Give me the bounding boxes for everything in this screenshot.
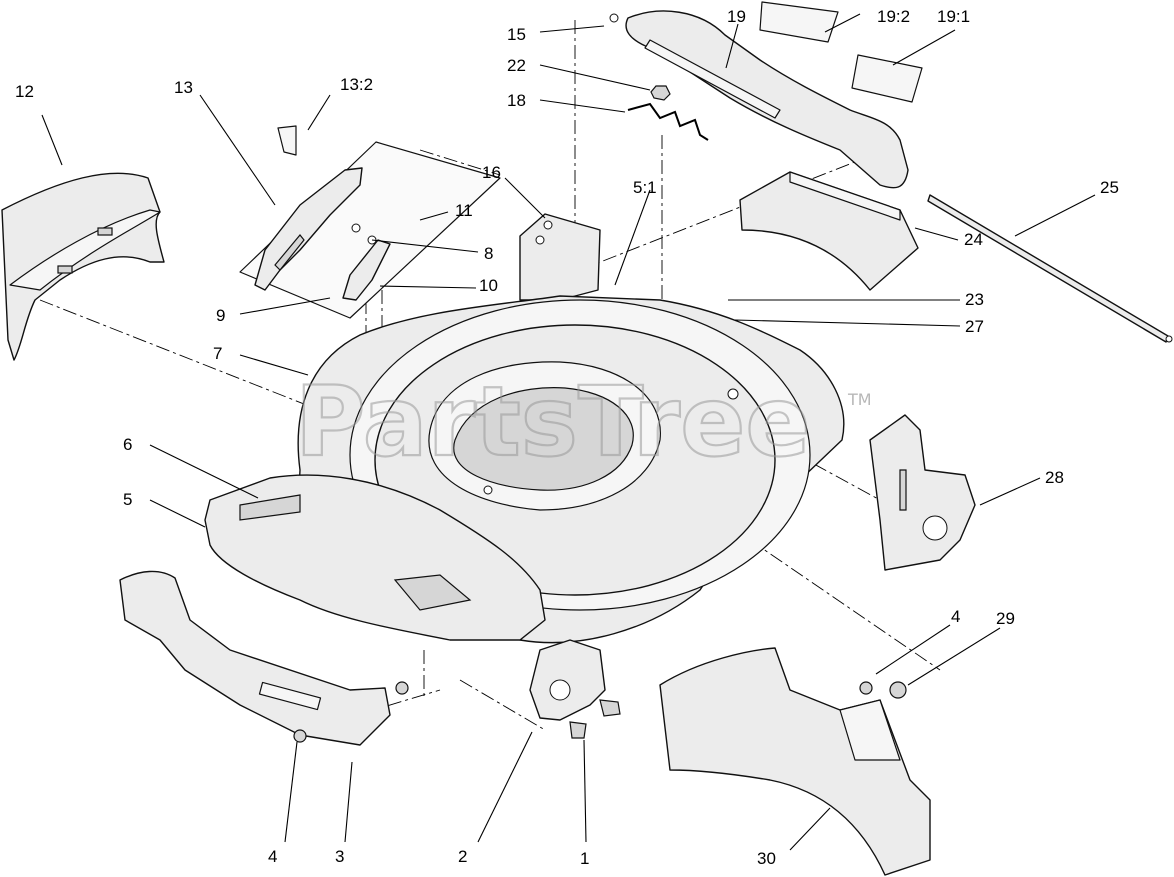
callout-6: 6 <box>123 435 132 454</box>
callout-11: 11 <box>455 201 473 220</box>
callout-7: 7 <box>213 344 222 363</box>
callout-2: 2 <box>458 847 467 866</box>
leader-lines <box>41 13 1096 851</box>
watermark: PartsTree TM <box>294 365 872 479</box>
rod-part-25 <box>927 194 1173 343</box>
callout-9: 9 <box>216 306 225 325</box>
callout-28: 28 <box>1045 468 1064 487</box>
side-chute-part-30 <box>659 647 931 876</box>
height-plate-part-28 <box>869 414 976 571</box>
height-bracket-part-16 <box>519 213 601 301</box>
callout-3: 3 <box>335 847 344 866</box>
handle-bracket-part-13 <box>239 125 501 319</box>
callout-5: 5 <box>123 490 132 509</box>
callout-4-left: 4 <box>268 847 277 866</box>
callout-22: 22 <box>507 56 526 75</box>
callout-27: 27 <box>965 317 984 336</box>
watermark-trademark: TM <box>847 390 872 409</box>
callout-24: 24 <box>964 230 983 249</box>
upper-cover-part-19 <box>609 1 923 189</box>
wheel-bracket-part-2 <box>529 639 621 739</box>
callout-13-2: 13:2 <box>340 75 373 94</box>
callout-30: 30 <box>757 849 776 868</box>
rear-flap-part-12 <box>1 172 165 361</box>
watermark-text: PartsTree <box>295 366 810 478</box>
callout-23: 23 <box>965 290 984 309</box>
callout-8: 8 <box>484 244 493 263</box>
callout-5-1: 5:1 <box>633 178 657 197</box>
spring-part-18 <box>627 85 709 141</box>
callout-10: 10 <box>479 276 498 295</box>
mower-deck-part-5 <box>297 295 845 644</box>
callout-4-right: 4 <box>951 607 960 626</box>
front-baffle-part-6 <box>204 474 546 641</box>
cover-part-24 <box>739 171 919 291</box>
callout-29: 29 <box>996 609 1015 628</box>
callout-19-2: 19:2 <box>877 7 910 26</box>
callout-16: 16 <box>482 163 501 182</box>
callout-1: 1 <box>580 849 589 868</box>
callout-18: 18 <box>507 91 526 110</box>
callout-19: 19 <box>727 7 746 26</box>
callout-12: 12 <box>15 82 34 101</box>
callout-19-1: 19:1 <box>937 7 970 26</box>
front-bracket-part-3 <box>119 570 409 746</box>
callouts: 12 13 13:2 11 8 10 9 7 6 5 15 22 18 16 5… <box>15 7 1119 868</box>
callout-25: 25 <box>1100 178 1119 197</box>
callout-15: 15 <box>507 25 526 44</box>
callout-13: 13 <box>174 78 193 97</box>
